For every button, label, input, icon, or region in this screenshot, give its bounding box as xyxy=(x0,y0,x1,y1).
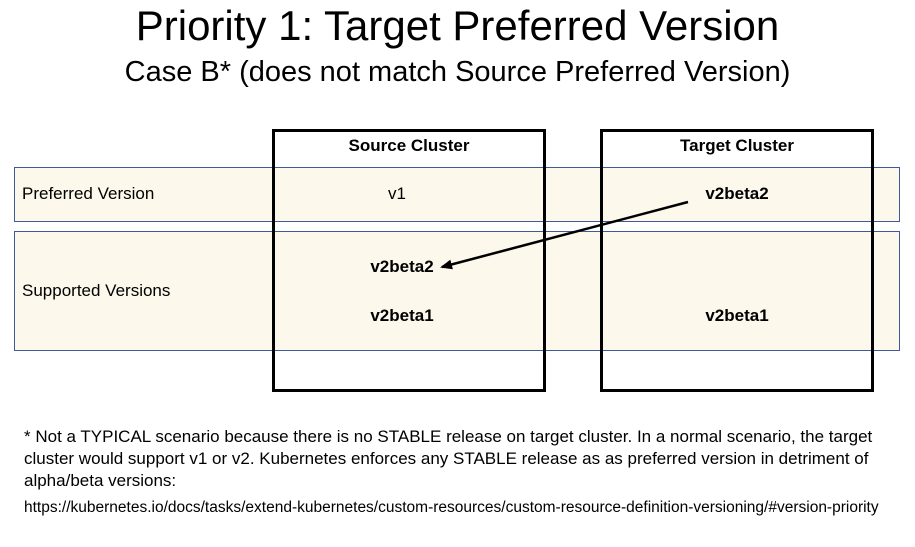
source-supported-version: v2beta1 xyxy=(370,306,434,325)
preferred-version-label: Preferred Version xyxy=(22,184,155,203)
target-cluster-header: Target Cluster xyxy=(680,136,794,155)
supported-versions-label: Supported Versions xyxy=(22,281,171,300)
slide-title: Priority 1: Target Preferred Version xyxy=(135,2,780,49)
target-cluster-box xyxy=(600,129,874,392)
footnote-link[interactable]: https://kubernetes.io/docs/tasks/extend-… xyxy=(24,499,879,516)
source-preferred-version: v1 xyxy=(388,184,406,203)
slide-subtitle: Case B* (does not match Source Preferred… xyxy=(124,56,791,88)
footnote-text: * Not a TYPICAL scenario because there i… xyxy=(24,427,873,490)
target-supported-version: v2beta1 xyxy=(705,306,769,325)
source-cluster-header: Source Cluster xyxy=(348,136,470,155)
source-supported-version: v2beta2 xyxy=(370,257,434,276)
target-preferred-version: v2beta2 xyxy=(705,184,769,203)
